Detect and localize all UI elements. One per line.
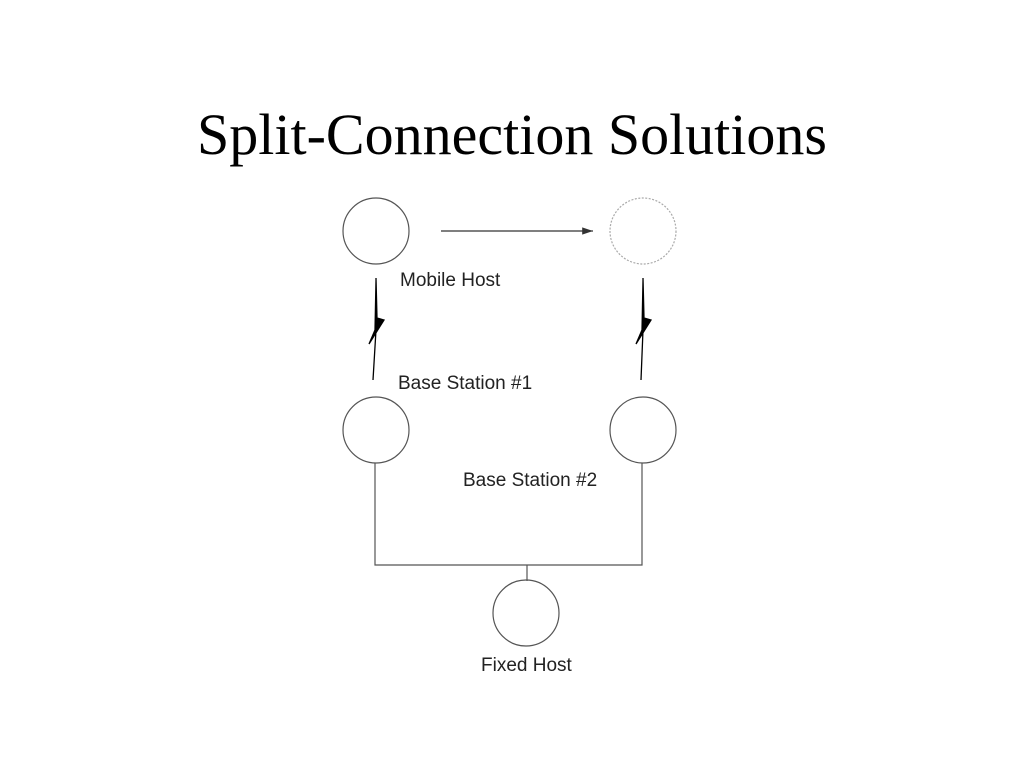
wired-link-base-station-1: [374, 463, 527, 566]
base-station-2-label: Base Station #2: [463, 470, 597, 491]
wired-link-base-station-2: [527, 463, 643, 566]
mobile-host-label: Mobile Host: [400, 270, 501, 291]
fixed-host-label: Fixed Host: [481, 655, 573, 676]
wireless-link-2-icon: [635, 277, 653, 381]
base-station-2-node: [609, 396, 677, 464]
mobile-host-node: [342, 197, 410, 265]
base-station-1-node: [342, 396, 410, 464]
slide-title: Split-Connection Solutions: [197, 102, 827, 167]
base-station-1-label: Base Station #1: [398, 373, 532, 394]
mobile-host-moved-node: [609, 197, 677, 265]
wireless-link-1-icon: [368, 277, 386, 381]
fixed-host-node: [492, 579, 560, 647]
